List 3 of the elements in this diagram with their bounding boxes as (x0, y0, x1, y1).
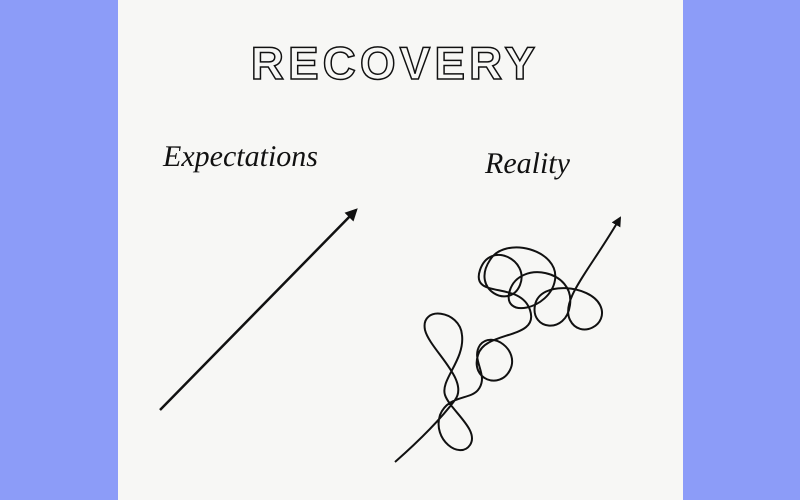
handwritten-label: Expectations (163, 139, 318, 175)
title: RECOVERY (250, 40, 540, 86)
handwritten-label: Reality (485, 146, 570, 182)
